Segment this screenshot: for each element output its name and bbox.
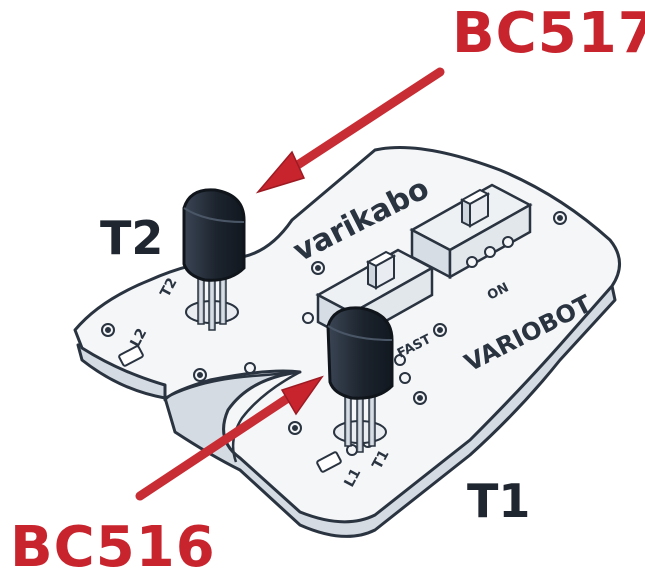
transistor-t2 <box>182 188 246 331</box>
pad-t1-label: T1 <box>369 447 392 472</box>
callout-bc517: BC517 <box>452 1 645 66</box>
l1-component <box>316 451 342 473</box>
pad-l1-label: L1 <box>341 466 364 490</box>
arrow-to-t1 <box>135 375 324 501</box>
solder-pads <box>101 211 567 456</box>
l2-component <box>118 345 144 367</box>
pad-l2-label: L2 <box>127 326 150 350</box>
transistor-t1 <box>326 306 394 453</box>
label-t2: T2 <box>100 211 164 265</box>
slide-switch-fast <box>315 248 435 343</box>
label-t1: T1 <box>467 474 531 528</box>
pad-t2-label: T2 <box>157 275 180 300</box>
arrow-to-t2 <box>255 67 445 194</box>
callout-bc516: BC516 <box>10 515 216 580</box>
